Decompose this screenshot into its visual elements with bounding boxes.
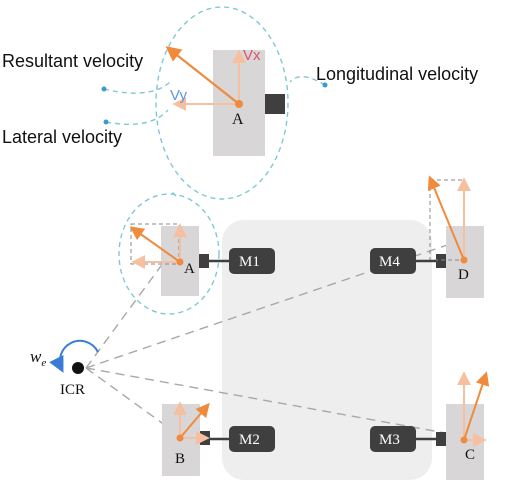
leader-dot-lateral xyxy=(103,119,109,125)
wheel-c-hub xyxy=(436,432,446,446)
wheel-c-center xyxy=(460,436,468,444)
motor-m3 xyxy=(370,426,416,452)
motor-m2 xyxy=(229,426,275,452)
leader-dot-longitudinal xyxy=(322,82,328,88)
zoom-wheel-label: A xyxy=(232,111,244,128)
zoom-wheel-hub xyxy=(265,94,285,114)
motor-m1 xyxy=(229,248,275,274)
wheel-d-resultant xyxy=(427,175,465,261)
wheel-a-center xyxy=(176,258,184,266)
wheel-b-resultant xyxy=(179,402,210,439)
wheel-b-label: B xyxy=(175,451,185,467)
motor-m1-label: M1 xyxy=(239,254,260,270)
leader-dot-resultant xyxy=(101,86,107,92)
lateral-velocity-label: Lateral velocity xyxy=(2,127,122,147)
resultant-velocity-label: Resultant velocity xyxy=(2,51,143,71)
wheel-a-label: A xyxy=(184,261,195,277)
wheel-a-guide xyxy=(130,223,180,265)
vx-label: Vx xyxy=(243,47,261,64)
vy-label: Vy xyxy=(170,87,187,104)
omega-label: we xyxy=(30,347,46,369)
wheel-d-center xyxy=(460,256,468,264)
wheel-d-label: D xyxy=(458,267,469,283)
icr-label: ICR xyxy=(60,382,85,398)
longitudinal-velocity-label: Longitudinal velocity xyxy=(316,64,478,84)
resultant-vector xyxy=(165,46,240,105)
wheel-a-hub xyxy=(199,254,209,268)
motor-m2-label: M2 xyxy=(239,432,260,448)
motor-m4-label: M4 xyxy=(379,254,400,270)
wheel-c-resultant xyxy=(463,371,490,441)
rotation-arrow-icon xyxy=(49,339,99,373)
motor-m3-label: M3 xyxy=(379,432,400,448)
callout-leaders xyxy=(103,76,326,125)
wheel-a-resultant xyxy=(129,226,181,263)
zoom-wheel-center xyxy=(235,100,243,108)
motor-m4 xyxy=(370,248,416,274)
wheel-c-label: C xyxy=(465,447,475,463)
wheel-d-hub xyxy=(436,254,446,268)
wheel-b-center xyxy=(176,434,184,442)
icr-point xyxy=(72,362,84,374)
zoom-bubble xyxy=(118,6,289,315)
chassis xyxy=(222,220,432,480)
